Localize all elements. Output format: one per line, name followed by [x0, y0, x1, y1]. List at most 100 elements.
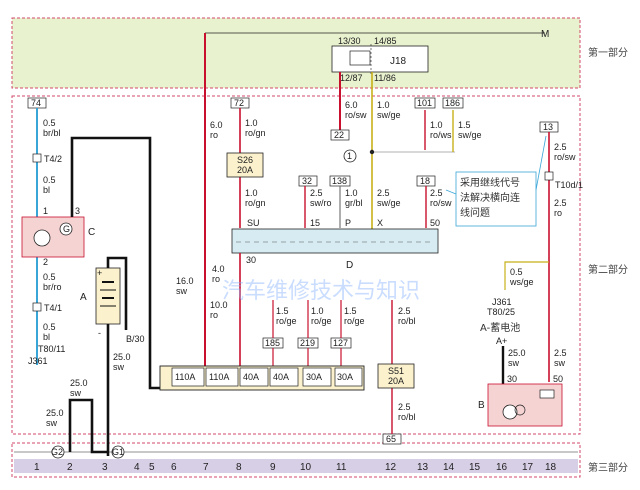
axis-col-2: 2	[67, 462, 73, 473]
relay-j18	[331, 45, 429, 73]
axis-col-8: 8	[236, 462, 242, 473]
wire-label-w20b: ro	[210, 310, 218, 320]
axis-col-14: 14	[443, 462, 455, 473]
connector-b30: B/30	[126, 334, 145, 344]
wire-label-w14b: gr/bl	[345, 198, 363, 208]
terminal-22: 22	[330, 129, 350, 141]
component-b-pin50: 50	[553, 374, 563, 384]
svg-text:32: 32	[302, 176, 312, 186]
connector-j361-right: J361	[492, 297, 512, 307]
component-d-pin-15: 15	[310, 218, 320, 228]
wire-ws-ge	[504, 261, 549, 290]
wire-label-w18a: 4.0	[212, 264, 225, 274]
circle-ref-marker	[343, 149, 357, 163]
wire-label-w29a: 25.0	[46, 408, 64, 418]
svg-text:13: 13	[543, 122, 553, 132]
wire-label-w17b: ro	[554, 208, 562, 218]
axis-col-7: 7	[203, 462, 209, 473]
wire-label-w1b: br/bl	[43, 128, 61, 138]
wire-label-w27a: 25.0	[113, 352, 131, 362]
axis-col-4: 4	[134, 462, 140, 473]
ground-g2: G2	[51, 447, 63, 457]
connector-j361-left: J361	[28, 356, 48, 366]
fuse-block-0: 110A	[175, 372, 195, 382]
wire-label-w22a: 1.0	[311, 306, 324, 316]
wire-label-w6a: 1.0	[245, 118, 258, 128]
ground-g2-marker	[51, 445, 65, 459]
relay-pin-11-86: 11/86	[374, 73, 396, 83]
wire-label-w16a: 2.5	[430, 188, 443, 198]
axis-col-9: 9	[270, 462, 276, 473]
wire-label-w5b: ro	[210, 130, 218, 140]
wire-label-w28a: 25.0	[70, 378, 88, 388]
component-b-pin30: 30	[507, 374, 517, 384]
component-d-pin-su: SU	[247, 218, 260, 228]
connector-a-plus: A+	[496, 336, 507, 346]
zone-part1-border	[11, 17, 581, 89]
connector-t10d: T10d/1	[555, 180, 583, 190]
component-b-label: B	[478, 400, 485, 411]
fuse-block-4: 30A	[306, 372, 322, 382]
terminal-18: 18	[416, 175, 436, 187]
annotation-pointer-2	[535, 135, 547, 191]
fuse-block-1: 110A	[209, 372, 229, 382]
connector-t4-2: T4/2	[44, 154, 62, 164]
wire-label-w13b: sw/ro	[310, 198, 332, 208]
connector-t80-25: T80/25	[487, 307, 515, 317]
svg-text:65: 65	[386, 434, 396, 444]
wire-label-w9b: sw/ge	[377, 110, 401, 120]
connector-t10d-mark	[544, 171, 554, 181]
fuse-s26-rating: 20A	[237, 165, 253, 175]
generator-symbol-g	[59, 222, 73, 236]
wire-label-w31b: sw	[554, 358, 566, 368]
wire-label-w21a: 1.5	[276, 306, 289, 316]
svg-text:18: 18	[420, 176, 430, 186]
zone-part3-border	[11, 442, 581, 478]
wire-label-w17a: 2.5	[554, 198, 567, 208]
wire-label-w12b: ro/sw	[554, 152, 576, 162]
wire-label-w2a: 0.5	[43, 175, 56, 185]
terminal-72: 72	[230, 97, 250, 109]
axis-col-6: 6	[171, 462, 177, 473]
wires-col9-11	[272, 300, 342, 368]
watermark: 汽车维修技术与知识	[222, 279, 420, 304]
battery-minus: -	[98, 328, 101, 338]
wire-label-w3a: 0.5	[43, 272, 56, 282]
axis-col-5: 5	[149, 462, 155, 473]
bus-m-label: M	[541, 29, 549, 40]
annotation-line1: 采用继线代号	[460, 176, 520, 189]
fuse-s26	[226, 152, 264, 178]
annotation-line3: 线问题	[460, 206, 490, 219]
axis-col-3: 3	[102, 462, 108, 473]
section-label-part3: 第三部分	[588, 461, 628, 474]
terminal-185: 185	[262, 337, 284, 349]
section-label-part1: 第一部分	[588, 46, 628, 59]
fuse-block-2: 40A	[243, 372, 259, 382]
annotation-line2: 法解决横向连	[460, 191, 520, 204]
starter-gear-symbol	[514, 404, 526, 416]
wire-label-w29b: sw	[46, 418, 58, 428]
generator-symbol-ring	[33, 229, 51, 247]
relay-coil	[349, 50, 371, 66]
wire-label-w23b: ro/ge	[344, 316, 365, 326]
wire-label-w10b: ro/ws	[430, 130, 452, 140]
wire-label-w25a: 2.5	[398, 402, 411, 412]
terminal-13: 13	[539, 121, 559, 133]
axis-col-11: 11	[336, 462, 347, 473]
relay-code: J18	[390, 56, 407, 67]
component-d-pin-x: X	[377, 218, 383, 228]
svg-text:72: 72	[234, 98, 244, 108]
zone-part1	[12, 18, 580, 88]
fuse-s26-code: S26	[237, 155, 253, 165]
component-d-label: D	[346, 260, 353, 271]
fuse-block-3: 40A	[273, 372, 289, 382]
wire-label-w15a: 2.5	[377, 188, 390, 198]
axis-col-17: 17	[522, 462, 534, 473]
ground-g1: G1	[112, 447, 124, 457]
component-c-pin3: 3	[75, 206, 80, 216]
wire-label-w7a: 1.0	[245, 188, 258, 198]
wire-label-w5a: 6.0	[210, 120, 223, 130]
pin-wires-d	[304, 186, 427, 228]
junction-dot	[369, 149, 375, 155]
